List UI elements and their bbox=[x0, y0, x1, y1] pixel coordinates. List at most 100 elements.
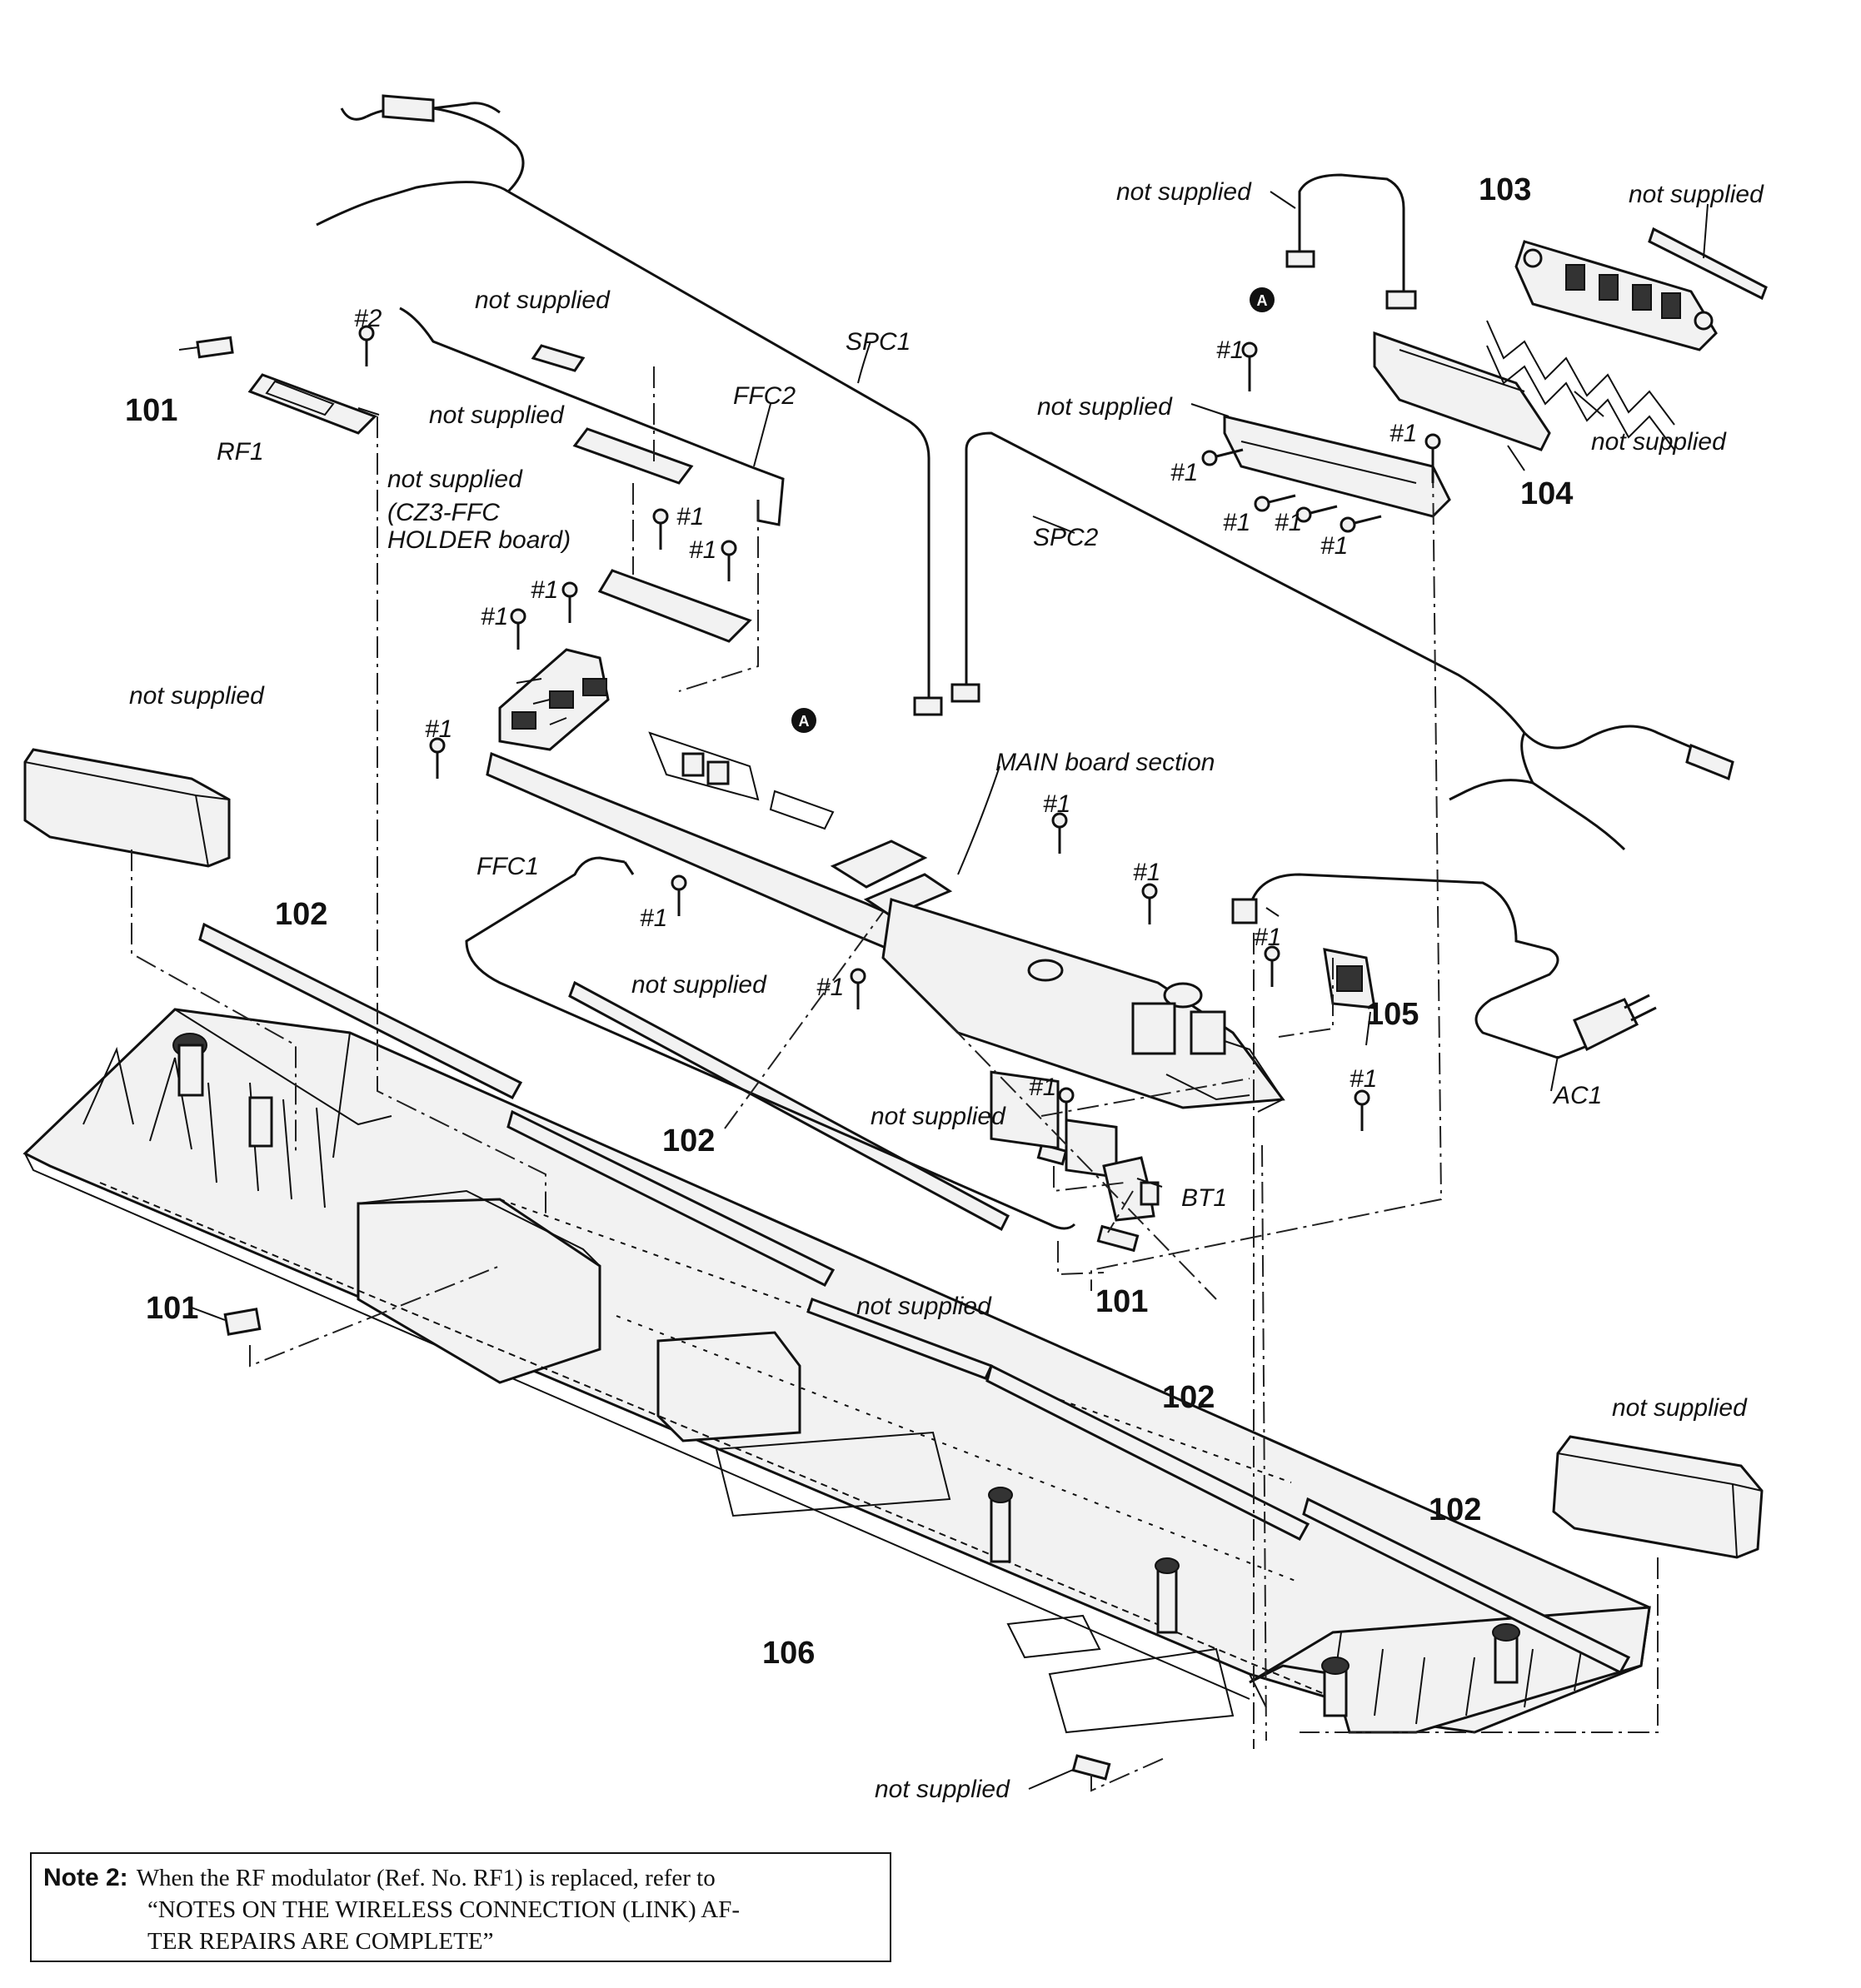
label-104: 104 bbox=[1520, 476, 1573, 511]
screw-1-d bbox=[510, 608, 526, 650]
screw-1-l bbox=[1354, 1089, 1370, 1131]
label-ffc1: FFC1 bbox=[476, 853, 539, 880]
rf1-module bbox=[247, 373, 380, 435]
connector-cable-top bbox=[1285, 173, 1417, 310]
switch-105 bbox=[1323, 948, 1376, 1009]
screw-1-i bbox=[1141, 883, 1158, 924]
label-102-a: 102 bbox=[275, 897, 327, 932]
ac-cord-ac1 bbox=[1231, 873, 1657, 1059]
label-screw-1-main-d: #1 bbox=[1029, 1074, 1056, 1101]
cable-spc2 bbox=[950, 431, 1734, 851]
label-bt1: BT1 bbox=[1181, 1184, 1227, 1212]
label-ac1: AC1 bbox=[1552, 1082, 1602, 1109]
note-heading: Note 2: bbox=[43, 1864, 128, 1891]
screw-1-p bbox=[1254, 494, 1296, 512]
label-screw-1-bracket-f: #1 bbox=[1320, 532, 1348, 560]
label-screw-1-chassis-a: #1 bbox=[531, 576, 558, 604]
screw-1-n bbox=[1424, 433, 1441, 483]
label-screw-1-ac: #1 bbox=[1254, 924, 1281, 951]
cable-ffc1 bbox=[465, 856, 1076, 1230]
label-not-supplied-foam-right: not supplied bbox=[1612, 1394, 1748, 1422]
pad-101-left bbox=[223, 1308, 262, 1336]
label-screw-1-holder-b: #1 bbox=[689, 536, 716, 564]
screws bbox=[358, 325, 1441, 1131]
ffc2-cable bbox=[399, 306, 785, 526]
label-screw-2: #2 bbox=[354, 305, 382, 332]
pad-101-top bbox=[196, 336, 234, 359]
speaker-terminal-103 bbox=[1514, 240, 1718, 351]
pad-not-supplied-bottom bbox=[1071, 1754, 1111, 1781]
foam-block-left bbox=[23, 748, 231, 868]
screw-1-r bbox=[1340, 515, 1382, 533]
label-holder-line3: HOLDER board) bbox=[387, 526, 571, 554]
label-102-d: 102 bbox=[1429, 1492, 1481, 1527]
label-rf1: RF1 bbox=[217, 438, 264, 466]
screw-1-f bbox=[671, 874, 687, 916]
label-main-board-section: MAIN board section bbox=[995, 749, 1215, 776]
screw-1-o bbox=[1201, 448, 1244, 466]
label-screw-1-holder-a: #1 bbox=[676, 503, 704, 531]
label-screw-1-chassis-c: #1 bbox=[425, 715, 452, 743]
label-not-supplied-bar: not supplied bbox=[631, 971, 767, 999]
bar-102-d bbox=[1302, 1497, 1631, 1674]
svg-text:A: A bbox=[799, 713, 810, 730]
label-not-supplied-holder-pad: not supplied bbox=[475, 286, 611, 314]
screw-1-h bbox=[1051, 812, 1068, 854]
label-screw-1-bracket-d: #1 bbox=[1223, 509, 1250, 536]
insulator-not-supplied bbox=[1486, 320, 1675, 451]
label-spc1: SPC1 bbox=[846, 328, 911, 356]
label-holder-line1: not supplied bbox=[387, 466, 523, 493]
screw-2 bbox=[358, 325, 375, 366]
label-not-supplied-bracket: not supplied bbox=[1037, 393, 1173, 421]
label-102-b: 102 bbox=[662, 1124, 715, 1158]
label-screw-1-main-b: #1 bbox=[1133, 859, 1160, 886]
screw-1-q bbox=[1295, 505, 1338, 523]
label-106: 106 bbox=[762, 1636, 815, 1671]
screw-1-b bbox=[721, 540, 737, 581]
marker-a-mid: A bbox=[791, 708, 816, 733]
main-chassis bbox=[486, 648, 1285, 1179]
marker-a-top: A bbox=[1250, 287, 1275, 312]
svg-text:A: A bbox=[1257, 292, 1268, 309]
bar-102-b bbox=[506, 1109, 836, 1287]
label-101-mid: 101 bbox=[1095, 1284, 1148, 1319]
label-screw-1-ffc1: #1 bbox=[640, 904, 667, 932]
label-not-supplied-bt-pad: not supplied bbox=[871, 1103, 1006, 1130]
label-not-supplied-lower-bar: not supplied bbox=[856, 1293, 992, 1320]
screw-1-c bbox=[561, 581, 578, 623]
note-line-1: When the RF modulator (Ref. No. RF1) is … bbox=[136, 1865, 716, 1891]
bar-not-supplied-lower bbox=[806, 1298, 994, 1380]
screw-1-j bbox=[1264, 945, 1280, 987]
note-line-2: “NOTES ON THE WIRELESS CONNECTION (LINK)… bbox=[147, 1896, 740, 1923]
label-screw-1-bracket-a: #1 bbox=[1216, 336, 1244, 364]
terminal-bracket-104 bbox=[1223, 331, 1551, 518]
label-leaders bbox=[178, 191, 1709, 1790]
screw-1-g bbox=[850, 968, 866, 1009]
label-102-c: 102 bbox=[1162, 1380, 1215, 1415]
label-not-supplied-strip: not supplied bbox=[1629, 181, 1764, 208]
screw-1-e bbox=[429, 737, 446, 779]
label-not-supplied-foam-left: not supplied bbox=[129, 682, 265, 710]
screw-1-k bbox=[1058, 1087, 1075, 1129]
bar-102-a bbox=[198, 922, 523, 1099]
label-holder-line2: (CZ3-FFC bbox=[387, 499, 500, 526]
label-not-supplied-bottom: not supplied bbox=[875, 1776, 1010, 1803]
strip-not-supplied-top bbox=[1648, 227, 1768, 301]
label-screw-1-main-c: #1 bbox=[816, 974, 844, 1001]
label-105: 105 bbox=[1366, 997, 1419, 1032]
label-screw-1-bracket-b: #1 bbox=[1390, 420, 1417, 447]
battery-bt1 bbox=[1102, 1156, 1160, 1222]
bottom-cabinet-106 bbox=[22, 1008, 1651, 1734]
holder-board-pad bbox=[572, 427, 694, 485]
label-ffc2: FFC2 bbox=[733, 382, 796, 410]
label-103: 103 bbox=[1479, 172, 1531, 207]
assembly-guide-lines bbox=[131, 366, 1659, 1792]
screw-1-m bbox=[1241, 341, 1258, 391]
label-screw-1-chassis-b: #1 bbox=[481, 603, 508, 630]
label-not-supplied-cable-top: not supplied bbox=[1116, 178, 1252, 206]
label-not-supplied-insulator: not supplied bbox=[1591, 428, 1727, 456]
pad-101-mid bbox=[1096, 1224, 1140, 1253]
label-screw-1-bracket-c: #1 bbox=[1170, 459, 1198, 486]
label-not-supplied-board: not supplied bbox=[429, 401, 565, 429]
